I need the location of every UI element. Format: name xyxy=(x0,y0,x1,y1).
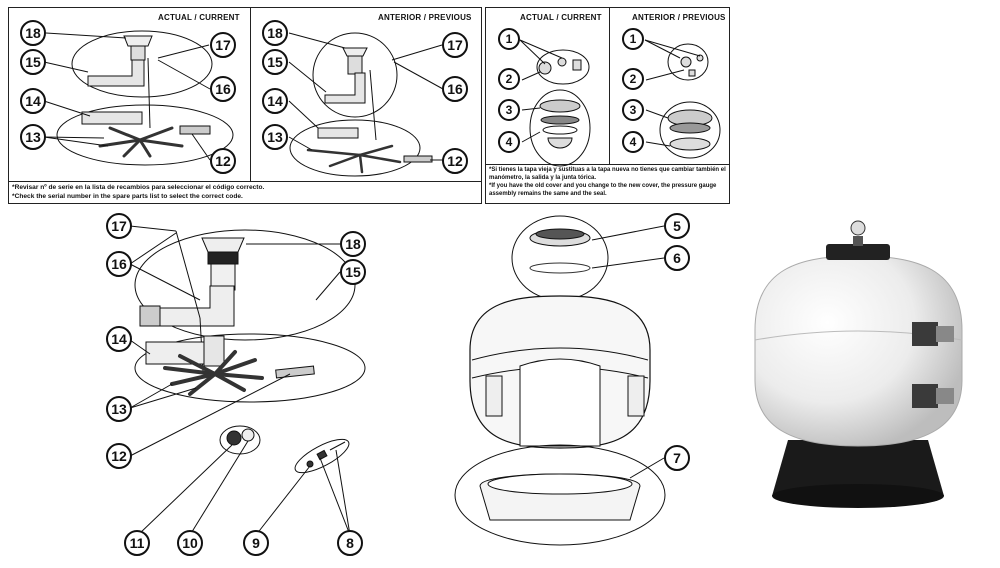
cover-note-spanish: *Si tienes la tapa vieja y sustituas a l… xyxy=(489,167,726,181)
upper-assembly-outline xyxy=(71,30,213,98)
callout-8: 8 xyxy=(337,530,363,556)
main-elbow-pipe xyxy=(149,285,235,327)
main-laterals xyxy=(163,350,264,396)
cover-panel xyxy=(485,7,730,204)
callout-17: 17 xyxy=(106,213,132,239)
panel-divider xyxy=(609,7,610,164)
callout-11: 11 xyxy=(124,530,150,556)
filter-photo-collar xyxy=(826,244,890,260)
union-nut xyxy=(226,430,242,446)
callout-1-previous: 1 xyxy=(622,28,644,50)
callout-16: 16 xyxy=(106,251,132,277)
callout-1-current: 1 xyxy=(498,28,520,50)
callout-14: 14 xyxy=(106,326,132,352)
callout-17-previous: 17 xyxy=(442,32,468,58)
callout-2-previous: 2 xyxy=(622,68,644,90)
panel-divider xyxy=(8,181,482,182)
callout-18-previous: 18 xyxy=(262,20,288,46)
gauge-parts-outline-previous xyxy=(667,43,709,81)
base-outline xyxy=(454,444,666,546)
callout-13-current: 13 xyxy=(20,124,46,150)
laterals-previous xyxy=(306,144,402,174)
callout-15-current: 15 xyxy=(20,49,46,75)
upper-assembly-outline-previous xyxy=(312,32,398,118)
callout-13: 13 xyxy=(106,396,132,422)
callout-10: 10 xyxy=(177,530,203,556)
callout-12-current: 12 xyxy=(210,148,236,174)
callout-16-previous: 16 xyxy=(442,76,468,102)
header-current: ACTUAL / CURRENT xyxy=(158,13,240,22)
union-ring xyxy=(241,428,255,442)
callout-13-previous: 13 xyxy=(262,124,288,150)
callout-7: 7 xyxy=(664,445,690,471)
callout-5: 5 xyxy=(664,213,690,239)
cover-parts-outline xyxy=(529,89,591,167)
main-collector xyxy=(201,237,245,253)
filter-photo-connections xyxy=(912,322,954,408)
callout-14-current: 14 xyxy=(20,88,46,114)
callout-15-previous: 15 xyxy=(262,49,288,75)
central-pipe xyxy=(81,111,143,125)
collector-part xyxy=(123,35,153,47)
gauge-parts-outline xyxy=(536,49,590,85)
lateral-assembly-outline xyxy=(56,104,234,166)
filter-photo-gauge xyxy=(850,220,866,236)
callout-6: 6 xyxy=(664,245,690,271)
header-previous: ANTERIOR / PREVIOUS xyxy=(378,13,472,22)
callout-9: 9 xyxy=(243,530,269,556)
main-lateral-spare xyxy=(275,365,315,379)
lateral-assembly-panel xyxy=(8,7,482,204)
main-upper-assembly-outline xyxy=(134,229,356,341)
o-ring xyxy=(529,262,591,274)
callout-17-current: 17 xyxy=(210,32,236,58)
cover-parts-outline-previous xyxy=(659,101,721,159)
callout-18: 18 xyxy=(340,231,366,257)
cover-note-english: *If you have the old cover and you chang… xyxy=(489,183,717,197)
panel-divider xyxy=(250,7,251,181)
callout-2-current: 2 xyxy=(498,68,520,90)
cover-header-current: ACTUAL / CURRENT xyxy=(520,13,602,22)
panel-divider xyxy=(485,164,730,165)
pipe-part xyxy=(87,59,145,87)
callout-4-previous: 4 xyxy=(622,131,644,153)
filter-photo-tank xyxy=(754,255,963,447)
main-lateral-assembly-outline xyxy=(134,333,366,403)
lateral-assembly-outline-previous xyxy=(289,119,421,177)
callout-14-previous: 14 xyxy=(262,88,288,114)
filter-photo-base xyxy=(772,440,944,496)
gauge-assembly-outline xyxy=(294,438,350,474)
callout-15: 15 xyxy=(340,259,366,285)
note-english: *Check the serial number in the spare pa… xyxy=(12,193,243,200)
callout-16-current: 16 xyxy=(210,76,236,102)
callout-3-previous: 3 xyxy=(622,99,644,121)
note-spanish: *Revisar nº de serie en la lista de reca… xyxy=(12,184,265,191)
callout-12-previous: 12 xyxy=(442,148,468,174)
callout-18-current: 18 xyxy=(20,20,46,46)
callout-3-current: 3 xyxy=(498,99,520,121)
callout-12: 12 xyxy=(106,443,132,469)
callout-4-current: 4 xyxy=(498,131,520,153)
cover-header-previous: ANTERIOR / PREVIOUS xyxy=(632,13,726,22)
laterals-current xyxy=(98,126,184,158)
